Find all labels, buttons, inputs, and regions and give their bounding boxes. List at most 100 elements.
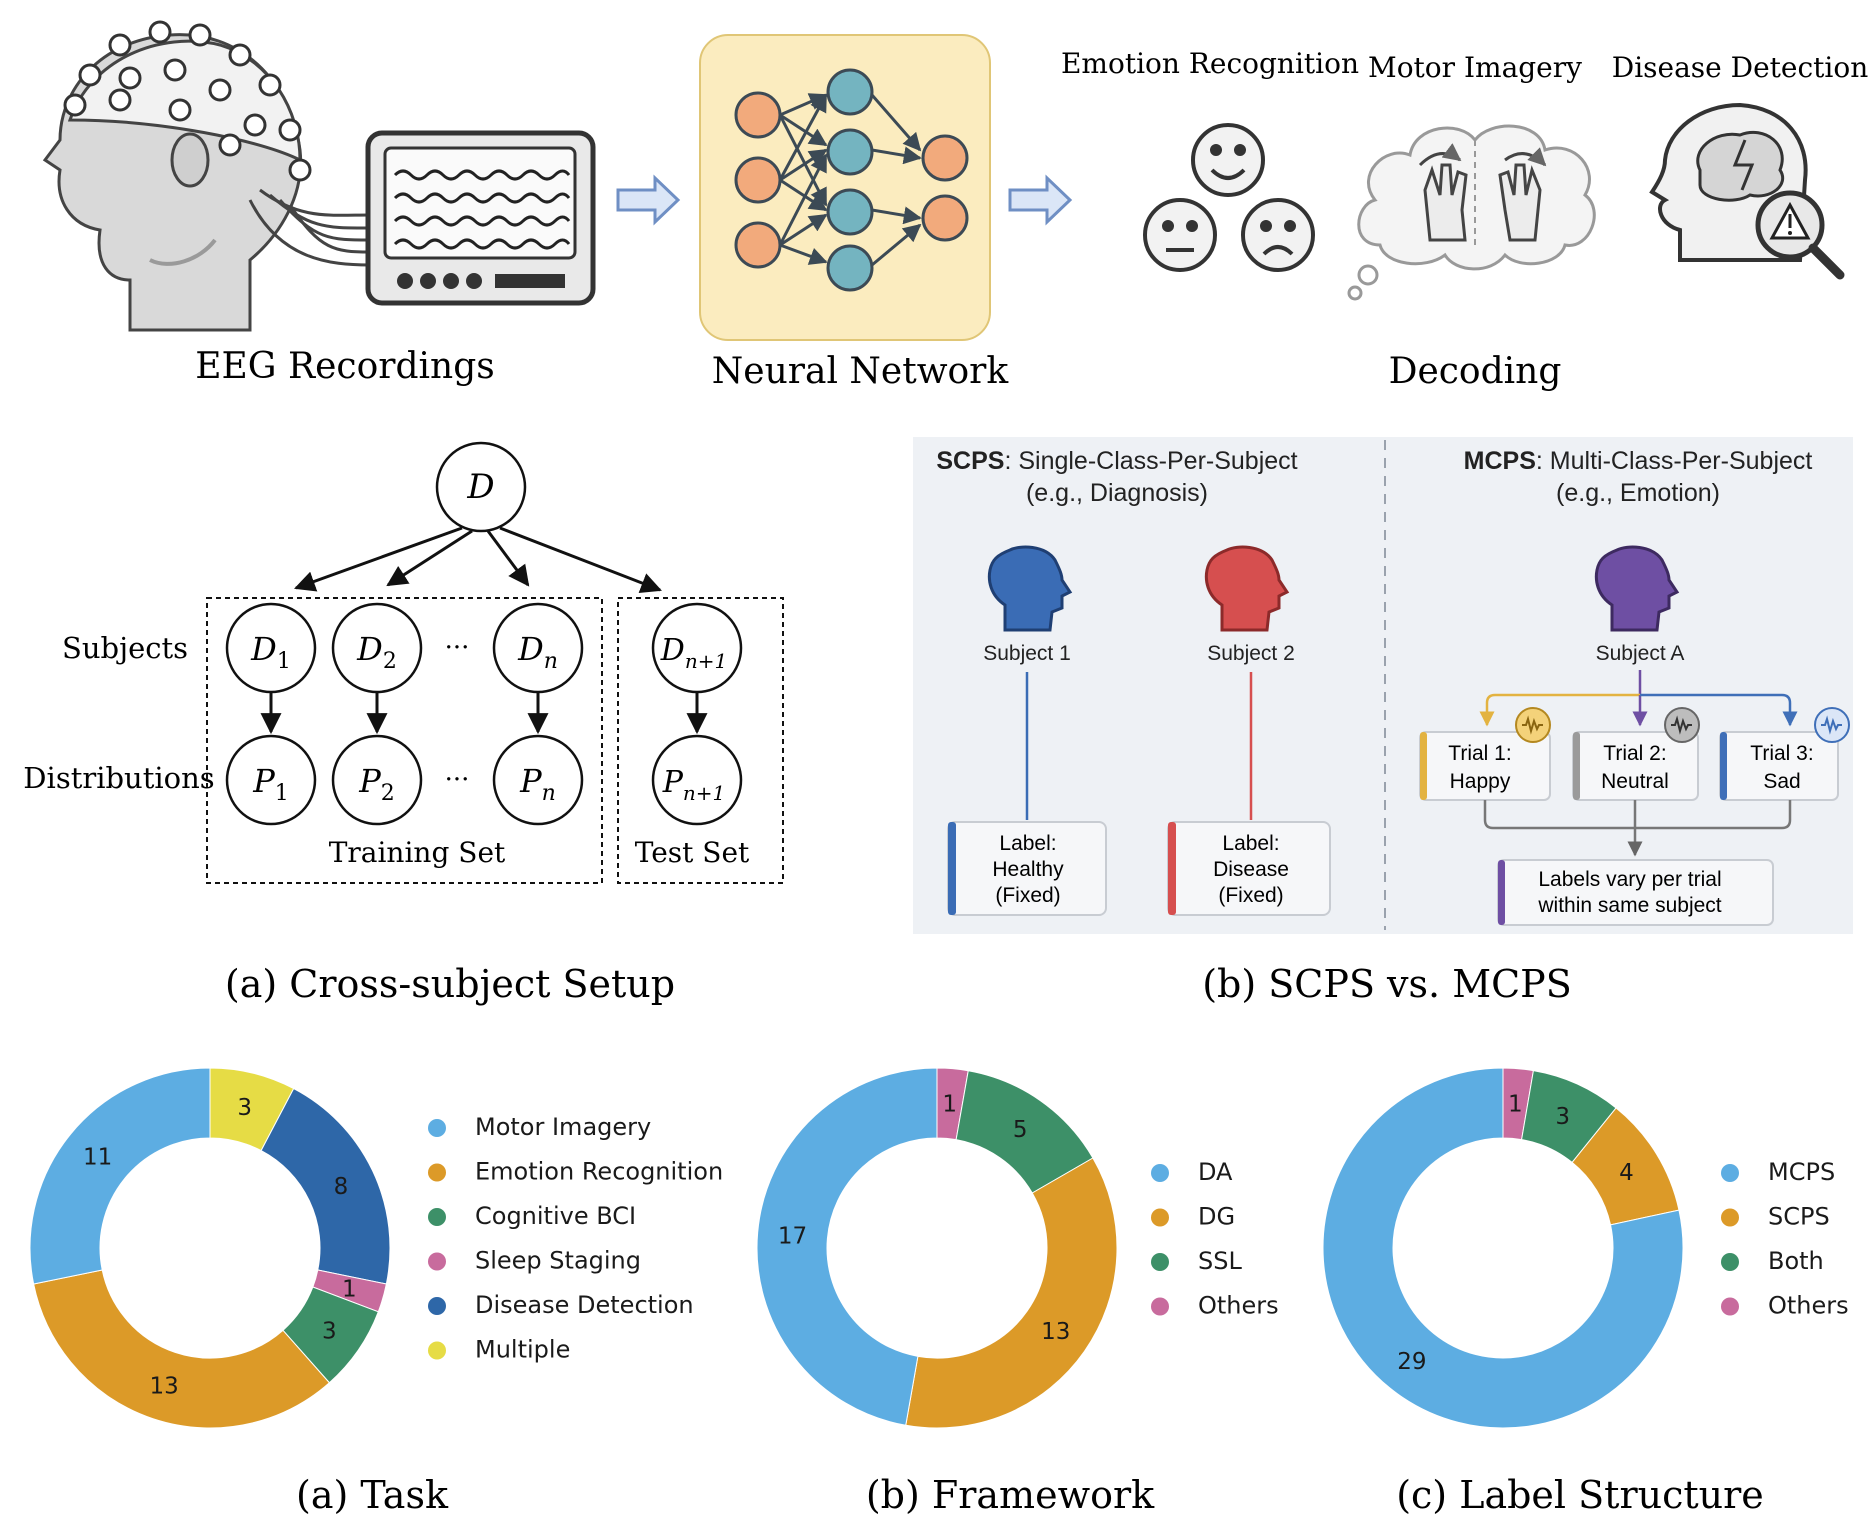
trial-1-line1: Trial 1: (1448, 742, 1511, 765)
dist-node-n (492, 734, 584, 826)
root-node (435, 441, 527, 533)
root-node-label: D (466, 467, 494, 507)
donut-value-label: 4 (1619, 1160, 1634, 1186)
label-healthy-line1: Label: (999, 832, 1056, 855)
task-disease-title: Disease Detection (1612, 51, 1869, 84)
trial-3-line2: Sad (1763, 770, 1800, 793)
legend-label: SSL (1198, 1247, 1242, 1275)
donut-value-label: 29 (1397, 1349, 1426, 1375)
training-set-box (206, 597, 603, 884)
legend-label: Others (1768, 1292, 1849, 1320)
legend-label: Both (1768, 1247, 1824, 1275)
subject-node-n1-base: D (660, 633, 685, 668)
row-label-subjects: Subjects (62, 631, 188, 665)
dist-node-n1-label: Pn+1 (662, 765, 726, 805)
subject2-label: Subject 2 (1207, 642, 1295, 665)
donut-value-label: 8 (334, 1174, 349, 1200)
emotion-face-features (1162, 144, 1296, 256)
legend-marker (428, 1119, 446, 1137)
donut-slice-motor-imagery (29, 1067, 211, 1285)
legend-marker (428, 1163, 446, 1182)
subject-node-1-base: D (250, 630, 277, 668)
donut-value-label: 17 (778, 1223, 807, 1249)
label-healthy-line3: (Fixed) (995, 884, 1060, 907)
mcps-merge-lines (1483, 800, 1792, 857)
dist-node-1-sub: 1 (275, 781, 289, 806)
pipeline-section: EEG Recordings (42, 20, 1869, 392)
label-healthy-line2: Healthy (992, 858, 1064, 881)
subject-node-2-label: D2 (356, 630, 397, 674)
legend-marker (428, 1252, 446, 1271)
legend-label: Disease Detection (475, 1291, 694, 1319)
dist-ellipsis: ··· (445, 765, 470, 795)
label-disease-line3: (Fixed) (1218, 884, 1283, 907)
subject2-head-icon (1204, 545, 1290, 632)
dist-node-2-sub: 2 (381, 781, 395, 806)
legend-label: DA (1198, 1158, 1233, 1186)
subject-node-1-label: D1 (250, 630, 291, 674)
dist-node-n-label: Pn (519, 762, 556, 806)
disease-detection-icon (1649, 102, 1845, 280)
subject-dist-arrows (260, 692, 708, 735)
mcps-abbr: MCPS (1464, 447, 1536, 475)
dist-node-n-base: P (519, 762, 542, 800)
scps-title: : Single-Class-Per-Subject (1004, 447, 1297, 475)
legend-label: Multiple (475, 1336, 570, 1364)
donut-value-label: 3 (322, 1318, 337, 1344)
legend-marker (428, 1297, 446, 1315)
trial-2-line2: Neutral (1601, 770, 1669, 793)
dist-node-2-label: P2 (358, 762, 395, 806)
root-arrows (294, 526, 662, 593)
neural-network-label: Neural Network (712, 351, 1010, 392)
donut-value-label: 3 (1555, 1104, 1570, 1130)
donut-slice-mcps (1322, 1067, 1684, 1429)
eeg-monitor-icon (365, 130, 596, 306)
subject-node-1-sub: 1 (277, 649, 291, 674)
subject1-head-icon (987, 545, 1073, 632)
eeg-electrodes (63, 20, 312, 182)
legend-marker (1721, 1208, 1739, 1227)
subject-node-n1-sub: n+1 (685, 649, 727, 673)
subject-node-n-base: D (517, 630, 544, 668)
legend-marker (1151, 1253, 1169, 1271)
scps-heading: SCPS: Single-Class-Per-Subject (936, 447, 1297, 475)
subject-node-n1-label: Dn+1 (660, 633, 727, 673)
label-disease-line2: Disease (1213, 858, 1289, 881)
dist-node-n1 (651, 734, 743, 826)
trial-1-line2: Happy (1450, 770, 1511, 793)
dist-node-1-label: P1 (252, 762, 289, 806)
pipeline-arrow-2 (1008, 174, 1073, 226)
legend-label: Sleep Staging (475, 1247, 641, 1275)
dist-node-n-sub: n (542, 781, 556, 806)
caption-framework-chart: (b) Framework (866, 1473, 1155, 1517)
neural-network-icon (699, 34, 991, 341)
subjectA-label: Subject A (1596, 642, 1685, 665)
dist-node-1 (225, 734, 317, 826)
decoding-label: Decoding (1389, 351, 1562, 392)
trial-2-line1: Trial 2: (1603, 742, 1666, 765)
dist-node-n1-sub: n+1 (683, 781, 725, 805)
legend-marker (1721, 1297, 1739, 1316)
legend-label: Motor Imagery (475, 1113, 651, 1141)
donut-value-label: 3 (237, 1095, 252, 1121)
legend-marker (428, 1341, 446, 1360)
subject-node-2-sub: 2 (383, 649, 397, 674)
subject-node-n-label: Dn (517, 630, 558, 674)
donut-slice-dg (905, 1157, 1118, 1429)
mcps-summary-line2: within same subject (1537, 894, 1721, 917)
test-set-box (617, 597, 784, 884)
legend-marker (1151, 1164, 1169, 1182)
task-motor-title: Motor Imagery (1368, 51, 1582, 84)
donut-slice-disease-detection (260, 1087, 391, 1285)
legend-label: DG (1198, 1203, 1235, 1231)
donut-value-label: 13 (1041, 1319, 1070, 1345)
donut-value-label: 13 (149, 1374, 178, 1400)
donut-value-label: 1 (342, 1276, 357, 1302)
donut-value-label: 11 (83, 1144, 112, 1170)
donut-value-label: 5 (1013, 1117, 1028, 1143)
